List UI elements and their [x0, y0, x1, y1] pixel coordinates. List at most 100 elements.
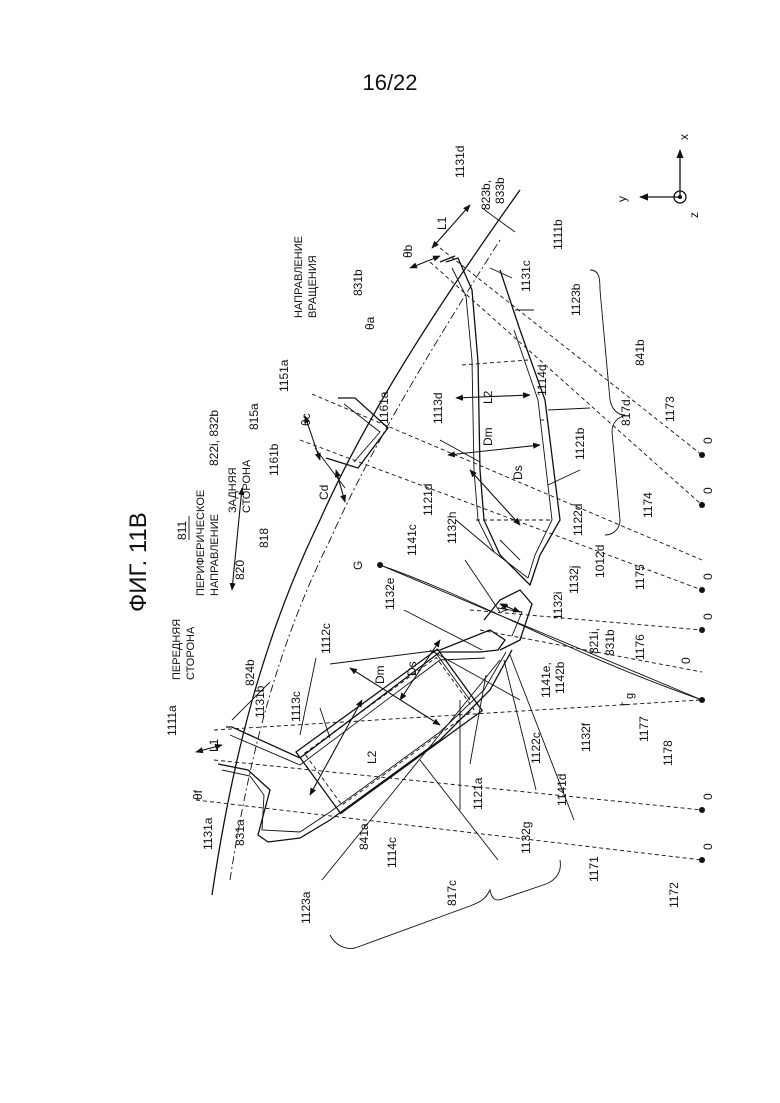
ref-zero-3: 0	[701, 573, 715, 580]
ref-821i: 821i,	[587, 628, 601, 654]
ref-1176: 1176	[633, 634, 647, 660]
ref-theta-f: θf	[191, 789, 205, 800]
ref-1012d: 1012d	[593, 545, 607, 578]
ref-1122c: 1122c	[529, 732, 543, 764]
axis-z-label: z	[687, 212, 701, 218]
ref-rg: r g	[617, 693, 636, 706]
ref-817d: 817d	[619, 399, 633, 426]
ref-l2-right: L2	[481, 390, 495, 404]
ref-1113d: 1113d	[431, 392, 445, 424]
ref-theta-a: θa	[363, 316, 377, 330]
ref-1132g: 1132g	[519, 822, 533, 854]
ref-g: G	[351, 561, 365, 570]
axis-y-label: y	[615, 196, 629, 202]
ref-1177: 1177	[637, 716, 651, 742]
ref-zero-1: 0	[701, 437, 715, 444]
ref-1173: 1173	[663, 396, 677, 422]
ref-841b: 841b	[633, 339, 647, 366]
ref-theta-b: θb	[401, 244, 415, 258]
svg-text:СТОРОНА: СТОРОНА	[185, 626, 197, 680]
ref-1178: 1178	[661, 740, 675, 766]
coordinate-axes: x y z	[615, 134, 701, 218]
ref-l1-left: L1	[207, 738, 221, 752]
ref-zero-2: 0	[701, 487, 715, 494]
ref-1132h: 1132h	[445, 512, 459, 544]
ref-zero-7: 0	[701, 843, 715, 850]
ref-1112c: 1112c	[319, 623, 333, 654]
ref-1151a: 1151a	[277, 359, 291, 392]
svg-text:r: r	[617, 702, 631, 706]
ref-823b: 823b,	[479, 180, 493, 210]
svg-text:ЗАДНЯЯ: ЗАДНЯЯ	[227, 467, 239, 513]
svg-text:g: g	[624, 693, 636, 699]
ref-1113c: 1113c	[289, 691, 303, 722]
ref-817c: 817c	[445, 880, 459, 906]
svg-text:ПЕРЕДНЯЯ: ПЕРЕДНЯЯ	[171, 619, 183, 680]
svg-text:ПЕРИФЕРИЧЕСКОЕ: ПЕРИФЕРИЧЕСКОЕ	[195, 490, 207, 596]
ref-822i-832b: 822i, 832b	[207, 410, 221, 466]
ref-zero-6: 0	[701, 793, 715, 800]
ref-1131c: 1131c	[519, 260, 533, 292]
ref-w: w	[497, 603, 511, 613]
rotor-inner-arc	[230, 240, 500, 880]
ref-1111a: 1111a	[165, 705, 179, 736]
ref-1171: 1171	[587, 856, 601, 882]
label-periph-direction: ПЕРИФЕРИЧЕСКОЕ НАПРАВЛЕНИЕ	[195, 490, 221, 596]
svg-text:СТОРОНА: СТОРОНА	[241, 459, 253, 513]
ref-zero-4: 0	[701, 613, 715, 620]
ref-1141c: 1141c	[405, 524, 419, 556]
ref-1131a: 1131a	[201, 817, 215, 850]
svg-text:811: 811	[175, 521, 189, 540]
ref-1131b: 1131b	[253, 685, 267, 718]
ref-1114d: 1114d	[535, 364, 549, 396]
label-rotation-direction: НАПРАВЛЕНИЕ ВРАЩЕНИЯ	[293, 236, 319, 318]
ref-833b: 833b	[493, 177, 507, 204]
ref-1141d: 1141d	[555, 774, 569, 806]
ref-theta-c: θc	[299, 413, 313, 426]
ref-1172: 1172	[667, 882, 681, 908]
ref-1175: 1175	[633, 564, 647, 590]
ref-1142b: 1142b	[553, 661, 567, 694]
ref-831b-top: 831b	[351, 269, 365, 296]
svg-text:НАПРАВЛЕНИЕ: НАПРАВЛЕНИЕ	[293, 236, 305, 318]
ref-ds-right: Ds	[511, 465, 525, 480]
ref-815a: 815a	[247, 403, 261, 430]
svg-text:ВРАЩЕНИЯ: ВРАЩЕНИЯ	[307, 255, 319, 318]
ref-1132f: 1132f	[579, 722, 593, 752]
ref-1121b: 1121b	[573, 427, 587, 460]
ref-1132e: 1132e	[383, 577, 397, 610]
ref-1122d: 1122d	[571, 504, 585, 536]
ref-1132i: 1132i	[551, 592, 565, 620]
ref-1123b: 1123b	[569, 283, 583, 316]
ref-1123a: 1123a	[299, 891, 313, 924]
ref-ds-left: Ds	[405, 661, 419, 676]
ref-1174: 1174	[641, 492, 655, 518]
ref-824b: 824b	[243, 659, 257, 686]
ref-1161b: 1161b	[267, 443, 281, 476]
figure-title: ФИГ. 11B	[125, 512, 152, 612]
label-front-side: ПЕРЕДНЯЯ СТОРОНА	[171, 619, 197, 680]
ref-1161a: 1161a	[377, 391, 391, 424]
ref-1114c: 1114c	[385, 837, 399, 868]
ref-831b-mid: 831b	[603, 629, 617, 656]
ref-l2-left: L2	[365, 750, 379, 764]
right-slot-group	[440, 256, 560, 650]
ref-818: 818	[257, 528, 271, 548]
ref-1131d: 1131d	[453, 146, 467, 178]
left-slot-group	[218, 630, 512, 842]
axis-x-label: x	[677, 134, 691, 140]
ref-zero-5: 0	[679, 657, 693, 664]
ref-820: 820	[233, 560, 247, 580]
ref-dm-left: Dm	[373, 665, 387, 684]
ref-1132j: 1132j	[567, 566, 581, 594]
svg-text:НАПРАВЛЕНИЕ: НАПРАВЛЕНИЕ	[209, 514, 221, 596]
ref-1121a: 1121a	[471, 777, 485, 810]
ref-l1-top: L1	[435, 216, 449, 230]
ref-cd: Cd	[317, 485, 331, 500]
ref-1111b: 1111b	[551, 219, 565, 250]
ref-1121d: 1121d	[421, 484, 435, 516]
radial-lines	[196, 248, 702, 860]
ref-841a: 841a	[357, 823, 371, 850]
ref-dm-right: Dm	[481, 427, 495, 446]
